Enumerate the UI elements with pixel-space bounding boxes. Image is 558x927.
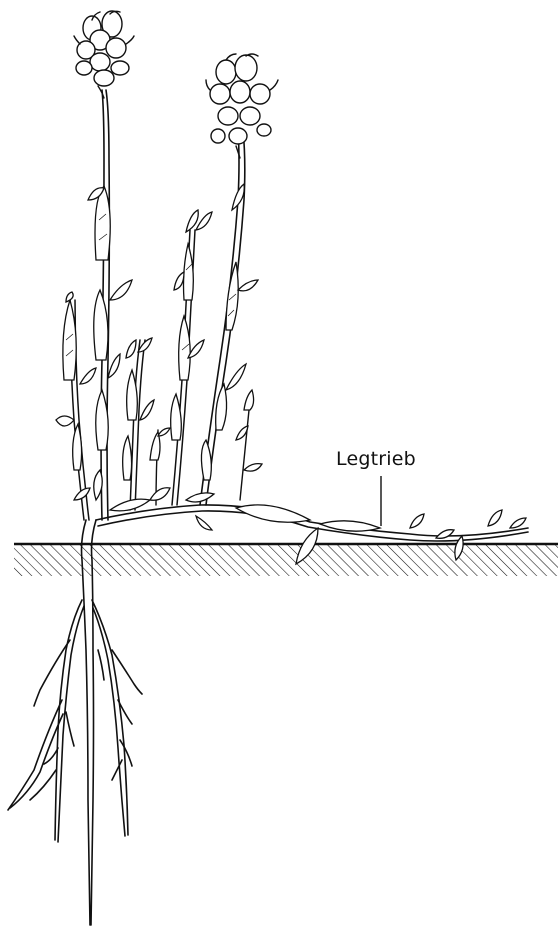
flower-head-right <box>206 54 278 158</box>
root-system <box>8 520 142 925</box>
flower-head-left <box>74 11 134 98</box>
ground <box>14 544 558 576</box>
upright-shoots <box>56 90 262 520</box>
leaf-shading-lines <box>66 214 236 356</box>
runner-label: Legtrieb <box>336 448 416 470</box>
